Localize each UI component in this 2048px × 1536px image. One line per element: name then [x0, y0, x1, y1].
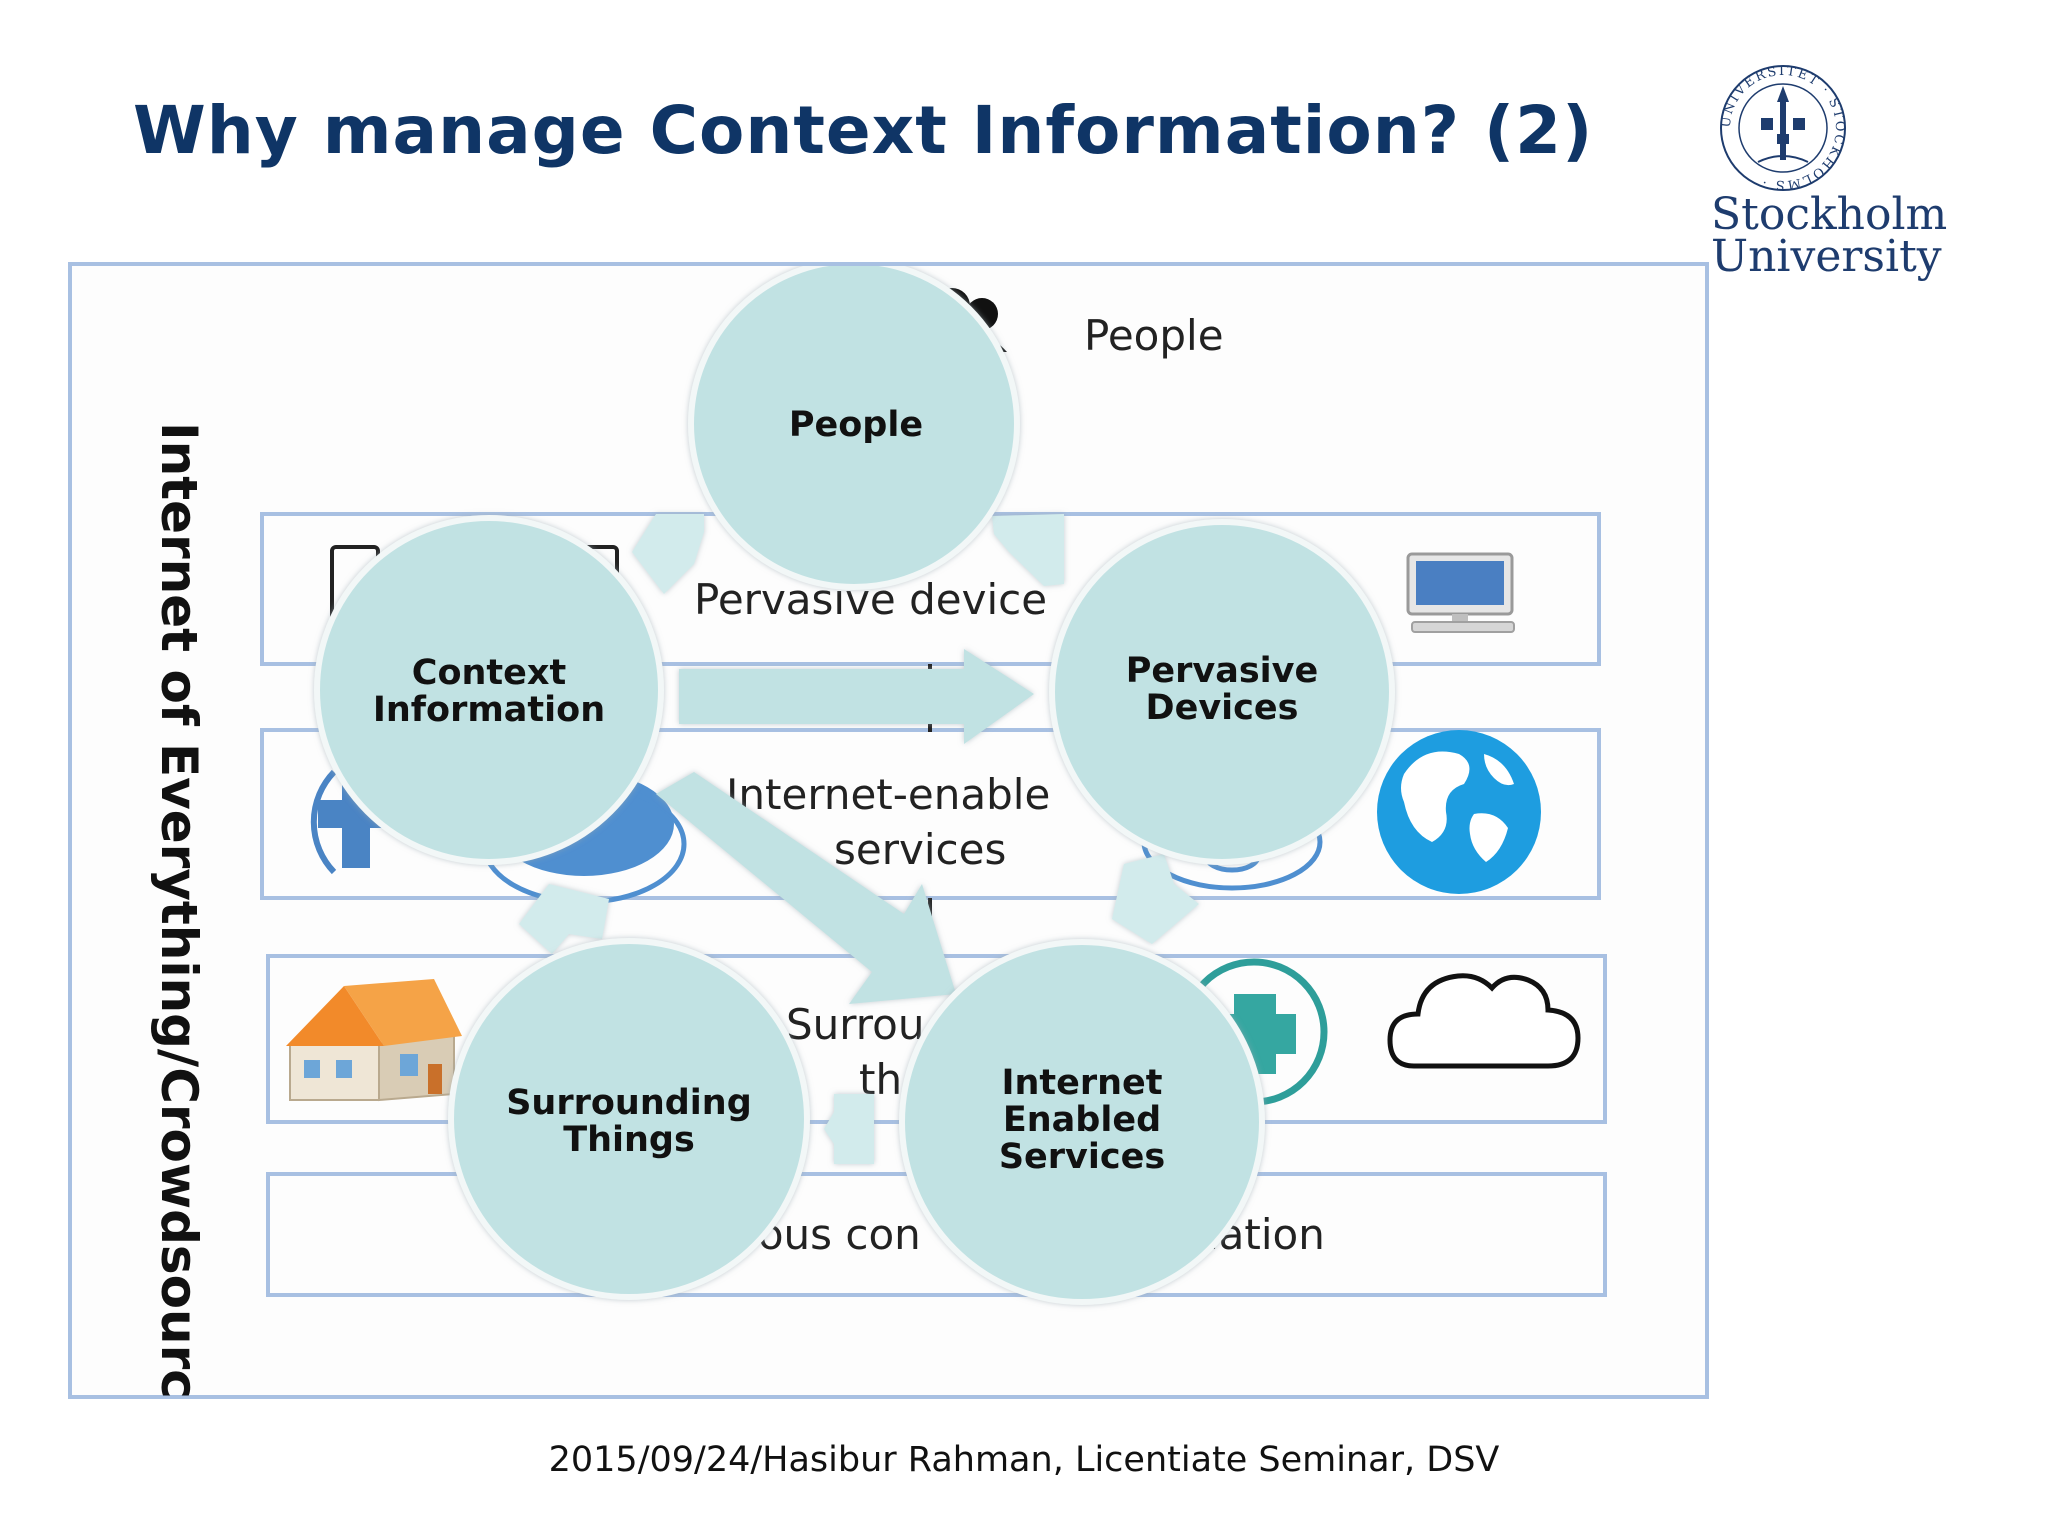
- svg-text:Devices: Devices: [1146, 688, 1299, 728]
- slide-footer: 2015/09/24/Hasibur Rahman, Licentiate Se…: [548, 1440, 1500, 1480]
- svg-text:Context: Context: [412, 653, 566, 693]
- layer-label-surrounding: Surrou: [786, 1000, 924, 1049]
- university-seal-icon: UNIVERSITET · STOCKHOLMS ·: [1719, 64, 1846, 192]
- svg-text:Internet: Internet: [1001, 1063, 1162, 1103]
- circle-internet-enabled-services: Internet Enabled Services: [899, 939, 1265, 1305]
- people-top-label: People: [1084, 311, 1224, 360]
- globe-icon: [1377, 730, 1541, 894]
- context-diagram: Internet of Everything/Crowdsourcing Per…: [68, 262, 1709, 1403]
- page-title: Why manage Context Information? (2): [133, 92, 1594, 169]
- svg-text:People: People: [789, 405, 923, 445]
- svg-text:Pervasive: Pervasive: [1126, 651, 1318, 691]
- stockholm-university-logo: UNIVERSITET · STOCKHOLMS · Stockholm Uni…: [1705, 54, 1965, 294]
- circle-context-information: Context Information: [314, 515, 664, 865]
- svg-text:Services: Services: [999, 1137, 1165, 1177]
- circle-pervasive-devices: Pervasive Devices: [1049, 519, 1395, 865]
- cloud-icon: [1387, 973, 1581, 1069]
- svg-text:Enabled: Enabled: [1003, 1100, 1161, 1140]
- arrow-context-to-internet: [656, 772, 956, 1004]
- logo-line-1: Stockholm: [1711, 189, 1948, 240]
- svg-text:Information: Information: [373, 690, 605, 730]
- arrow-pervasive-to-internet: [1112, 854, 1199, 944]
- svg-text:Surrounding: Surrounding: [506, 1083, 752, 1123]
- side-label: Internet of Everything/Crowdsourcing: [150, 422, 208, 1403]
- arrow-surrounding-to-context: [519, 884, 609, 954]
- computer-icon: [1406, 552, 1515, 633]
- circle-surrounding-things: Surrounding Things: [448, 938, 810, 1300]
- house-icon: [286, 979, 462, 1102]
- logo-line-2: University: [1711, 231, 1942, 282]
- svg-text:Things: Things: [563, 1120, 695, 1160]
- arrow-people-to-context: [632, 514, 704, 594]
- circle-people: People: [688, 266, 1020, 590]
- arrow-people-to-pervasive: [992, 514, 1064, 586]
- arrow-internet-to-surrounding: [824, 1094, 874, 1164]
- layer-label-internet: Internet-enable: [726, 770, 1050, 819]
- arrow-context-to-pervasive: [679, 649, 1034, 744]
- layer-label-internet-2: services: [834, 825, 1006, 874]
